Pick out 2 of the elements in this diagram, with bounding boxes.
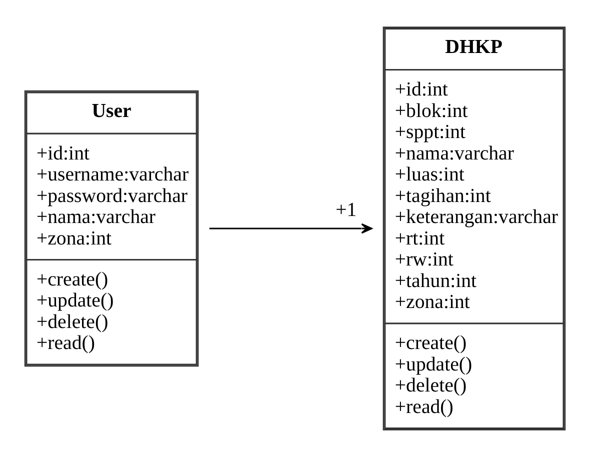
edge-label: +1 [336,198,357,221]
arrow [209,223,372,234]
